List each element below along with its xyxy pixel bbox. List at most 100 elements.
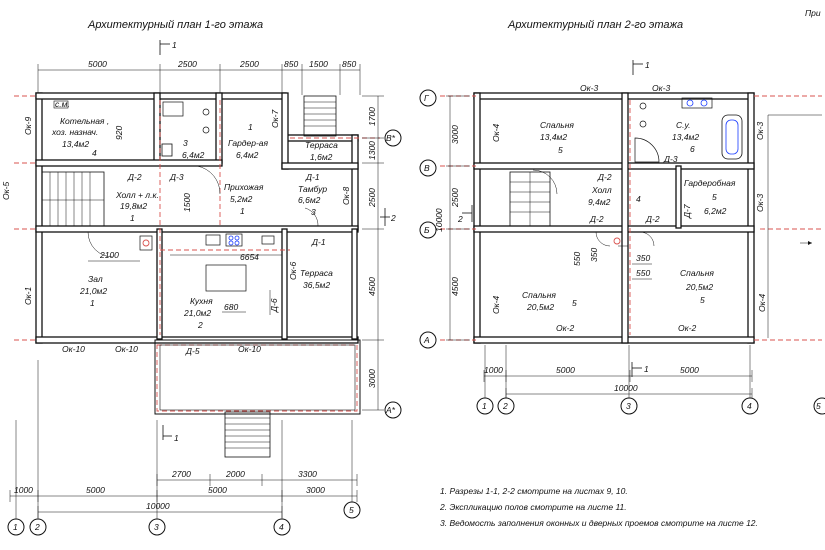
note-2: 2. Экспликацию полов смотрите на листе 1… (440, 502, 627, 512)
plan1-room-hall-num: 1 (130, 213, 135, 223)
plan1-room-boiler-area: 13,4м2 (62, 139, 89, 149)
plan1-room-hall-big-name: Зал (88, 274, 103, 284)
plan2-dim-left-1: 3000 (450, 125, 460, 144)
plan1-room-kitchen-area: 21,0м2 (183, 308, 211, 318)
plan1-room-entry-name: Прихожая (224, 182, 264, 192)
plan2-axis-b: Б (424, 225, 430, 235)
plan2-ok3-d: Ок-3 (755, 194, 765, 212)
plan2-section-1-top: 1 (632, 60, 650, 75)
plan2-rooms: Спальня 13,4м2 5 С.у. 13,4м2 6 Холл 9,4м… (522, 120, 736, 312)
plan1-section-1-top: 1 (159, 40, 177, 55)
plan1-room-terrace-big-area: 36,5м2 (303, 280, 330, 290)
plan1-section-2-label: 2 (390, 213, 396, 223)
plan1-dim-total: 10000 (146, 501, 170, 511)
plan2-room-bed2-num: 5 (572, 298, 577, 308)
plan1-d1-a: Д-1 (305, 172, 320, 182)
plan1-room-boiler-name: Котельная , (60, 116, 109, 126)
plan1-hall-stairs (41, 171, 105, 227)
plan1-dim-b-inner-3: 3300 (298, 469, 317, 479)
plan1-dim-1500: 1500 (182, 193, 192, 212)
plan1-room-terrace-big-name: Терраса (300, 268, 333, 278)
plan2-section-1-top-label: 1 (645, 60, 650, 70)
plan1-room-terrace-small-name: Терраса (305, 140, 338, 150)
plan2-ok3-b: Ок-3 (652, 83, 670, 93)
plan1-axis-4: 4 (279, 522, 284, 532)
plan2-stairs (509, 171, 551, 227)
plan1-openings: Ок-9 Ок-5 Ок-7 Ок-8 Ок-1 Ок-6 Ок-10 Ок-1… (1, 99, 351, 356)
plan2-fixtures (532, 97, 743, 247)
plan2-ok4-b: Ок-4 (491, 296, 501, 314)
plan1-dim-b-1: 1000 (14, 485, 33, 495)
plan1-axis-v: В* (386, 133, 396, 143)
plan1-axes-bottom: 1 2 3 4 5 (7, 360, 361, 536)
plan2-room-bed2-area: 20,5м2 (526, 302, 554, 312)
plan2-d2-b: Д-2 (589, 214, 604, 224)
plan2-d2-c: Д-2 (645, 214, 660, 224)
plan1-room-entry-area: 5,2м2 (230, 194, 253, 204)
plan2-room-bed2-name: Спальня (522, 290, 556, 300)
plan1-axes-right: В* А* (384, 129, 402, 419)
plan2-axis-a: А (423, 335, 430, 345)
plan1-room-wardrobe-name: Гардер-ая (228, 138, 269, 148)
plan2-inner-dims: 550 350 350 550 (572, 248, 652, 280)
plan1-dim-b-2: 5000 (86, 485, 105, 495)
plan2-ok4-c: Ок-4 (757, 294, 767, 312)
plan1-axis-1: 1 (13, 522, 18, 532)
plan1-axis-3: 3 (154, 522, 159, 532)
plan1-dim-top-2: 2500 (177, 59, 197, 69)
plan2-ok3-a: Ок-3 (580, 83, 598, 93)
plan1-top-stairs (303, 95, 337, 137)
plan1-fixtures (53, 100, 319, 315)
plan1-section-1-top-label: 1 (172, 40, 177, 50)
plan1-ok10-a: Ок-10 (62, 344, 85, 354)
plan2-room-bed3-area: 20,5м2 (685, 282, 713, 292)
plan1-dim-b-inner-1: 2700 (171, 469, 191, 479)
plan1-dim-top-5: 1500 (309, 59, 328, 69)
plan2-ok2-b: Ок-2 (678, 323, 696, 333)
plan1-room-wc-num: 3 (183, 138, 188, 148)
plan2-axis-2: 2 (502, 401, 508, 411)
plan1-d3: Д-3 (169, 172, 184, 182)
plan1-d2: Д-2 (127, 172, 142, 182)
plan1-ok9: Ок-9 (23, 117, 33, 135)
plan2-room-hall-num: 4 (636, 194, 641, 204)
plan2-dim-550b: 550 (636, 268, 650, 278)
plan1-room-boiler-name2: хоз. назнач. (51, 127, 98, 137)
plan1-dim-right-1: 1700 (367, 107, 377, 126)
plan1-section-1-bottom: 1 (162, 425, 179, 443)
plan1-ok1: Ок-1 (23, 287, 33, 305)
plan2-openings: Ок-3 Ок-3 Ок-4 Ок-3 Ок-3 Ок-4 Ок-4 Ок-2 … (491, 83, 767, 333)
plan1-room-hall-big-num: 1 (90, 298, 95, 308)
plan1-dim-top-1: 5000 (88, 59, 107, 69)
plan1-section-1-bottom-label: 1 (174, 433, 179, 443)
plan1-dim-920: 920 (114, 126, 124, 140)
plan1-dim-b-3: 5000 (208, 485, 227, 495)
plan2-axis-5: 5 (816, 401, 821, 411)
plan1-room-wardrobe-area: 6,4м2 (236, 150, 259, 160)
plan1-inner-dims: 920 1500 2100 6654 680 (88, 126, 259, 313)
plan2-section-1-bottom-label: 1 (644, 364, 649, 374)
plan2-axis-3: 3 (626, 401, 631, 411)
plan2-dim-b-2: 5000 (556, 365, 575, 375)
plan2-room-wardrobe-name: Гардеробная (684, 178, 736, 188)
plan1: 1 5000 2500 2500 850 1500 850 (1, 40, 402, 536)
plan2-room-wardrobe-area: 6,2м2 (704, 206, 727, 216)
plan2-axis-4: 4 (747, 401, 752, 411)
plan2-room-bed1-name: Спальня (540, 120, 574, 130)
plan2-walls (473, 92, 755, 344)
plan1-dims-bottom: 2700 2000 3300 1000 5000 5000 3000 10000 (9, 469, 358, 518)
plan2-room-hall-area: 9,4м2 (588, 197, 611, 207)
plan2-dims-bottom: 1000 5000 5000 10000 (483, 365, 753, 400)
plan2-dim-550a: 550 (572, 252, 582, 266)
plan2-d7: Д-7 (682, 204, 692, 219)
plan2-d3: Д-3 (663, 154, 678, 164)
plan2-roof-outline (767, 114, 822, 338)
plan2-room-bed1-num: 5 (558, 145, 563, 155)
plan1-ok5: Ок-5 (1, 182, 11, 200)
plan1-dim-6654: 6654 (240, 252, 259, 262)
plan1-axis-2: 2 (34, 522, 40, 532)
plan2-room-bed1-area: 13,4м2 (540, 132, 567, 142)
plan1-axis-a: А* (385, 405, 396, 415)
plan2-dim-left-3: 4500 (450, 277, 460, 296)
